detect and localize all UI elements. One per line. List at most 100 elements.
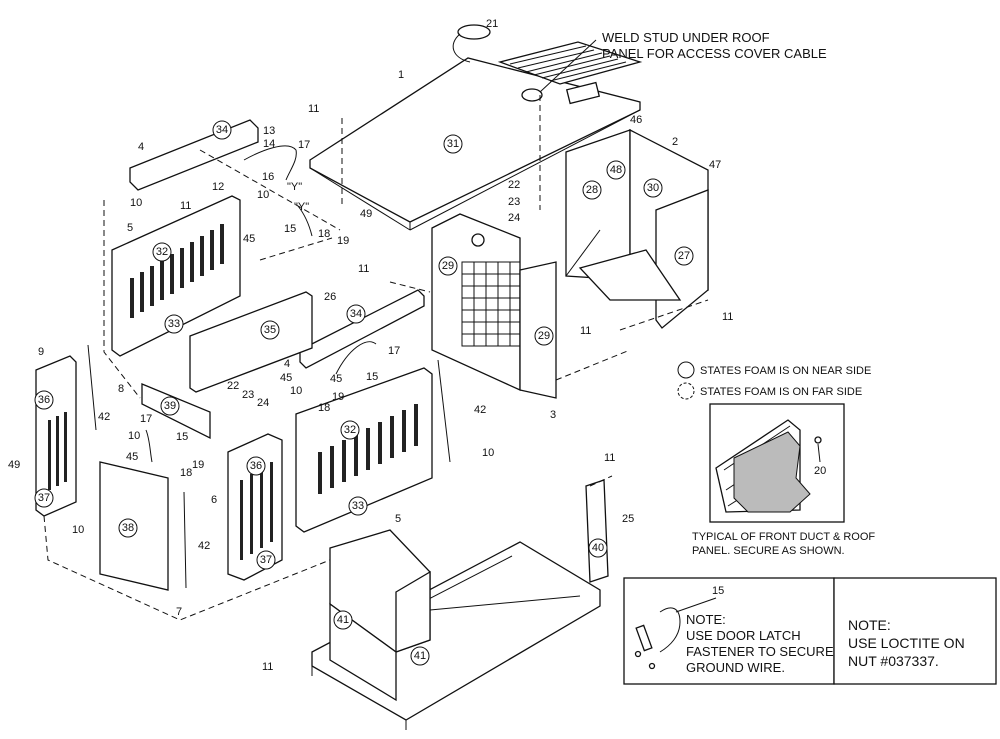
legend-near-text: STATES FOAM IS ON NEAR SIDE: [700, 365, 871, 377]
part-label: 21: [486, 18, 498, 30]
part-label: 42: [198, 540, 210, 552]
part-label: 7: [176, 606, 182, 618]
side-panel-lower: [295, 367, 433, 533]
part-label: 6: [211, 494, 217, 506]
circled-label-ring: [212, 120, 232, 140]
circled-label-ring: [340, 420, 360, 440]
circled-label-ring: [34, 488, 54, 508]
front-duct-grille: [461, 261, 521, 347]
part-label: 26: [324, 291, 336, 303]
part-label: 23: [242, 389, 254, 401]
part-label: 42: [474, 404, 486, 416]
part-label: 8: [118, 383, 124, 395]
circled-label-ring: [588, 538, 608, 558]
part-label: 17: [140, 413, 152, 425]
circled-label: 35: [264, 324, 276, 336]
note1-line1: NOTE:: [686, 612, 726, 627]
circled-label: 36: [38, 394, 50, 406]
weld-stud-callout-2: PANEL FOR ACCESS COVER CABLE: [602, 46, 827, 61]
circled-label: 29: [538, 330, 550, 342]
circled-label: 32: [156, 246, 168, 258]
circled-label: 29: [442, 260, 454, 272]
circled-label: 33: [352, 500, 364, 512]
circled-label: 36: [250, 460, 262, 472]
part-label: 11: [262, 661, 273, 673]
part-label: 13: [263, 125, 275, 137]
part-label: 5: [127, 222, 133, 234]
circled-label: 31: [447, 138, 459, 150]
part-label: 25: [622, 513, 634, 525]
roof-panel: [309, 41, 643, 231]
circled-label-ring: [34, 390, 54, 410]
access-cover: [457, 24, 491, 40]
part-label: 46: [630, 114, 642, 126]
part-label: 15: [176, 431, 188, 443]
circled-label: 40: [592, 542, 604, 554]
circled-label-ring: [643, 178, 663, 198]
note2-line3: NUT #037337.: [848, 653, 939, 669]
part-label: 49: [8, 459, 20, 471]
part-label: 4: [284, 358, 290, 370]
part-label: 18: [318, 402, 330, 414]
circled-label-ring: [160, 396, 180, 416]
note2-line2: USE LOCTITE ON: [848, 635, 965, 651]
part-label: 5: [395, 513, 401, 525]
part-label: 20: [814, 465, 826, 477]
part-label: 19: [192, 459, 204, 471]
circled-label-ring: [410, 646, 430, 666]
circled-label: 30: [647, 182, 659, 194]
part-label: 23: [508, 196, 520, 208]
front-duct-panel: [431, 213, 557, 399]
note-box-door-latch: 15 NOTE: USE DOOR LATCH FASTENER TO SECU…: [623, 577, 835, 685]
note-box-loctite: NOTE: USE LOCTITE ON NUT #037337.: [833, 577, 997, 685]
note1-line4: GROUND WIRE.: [686, 660, 785, 675]
part-label: 16: [262, 171, 274, 183]
part-label: 11: [722, 311, 733, 323]
circled-label: 27: [678, 250, 690, 262]
part-number-labels: 21 1 11 46 2 47 13 14 17 4 12 16 10 11 1…: [8, 18, 826, 673]
part-label: 10: [257, 189, 269, 201]
lower-rail: [299, 289, 425, 369]
circled-label: 39: [164, 400, 176, 412]
circled-label: 37: [38, 492, 50, 504]
circled-label-ring: [438, 256, 458, 276]
part-label: 15: [366, 371, 378, 383]
part-label: 45: [330, 373, 342, 385]
circled-label-ring: [256, 550, 276, 570]
circled-label: 34: [350, 308, 362, 320]
part-label: 45: [126, 451, 138, 463]
panel-26: [189, 291, 313, 393]
part-label: 22: [227, 380, 239, 392]
circled-label-ring: [346, 304, 366, 324]
part-label: 11: [180, 200, 191, 212]
circled-label-ring: [534, 326, 554, 346]
part-label: 18: [318, 228, 330, 240]
circled-label-ring: [674, 246, 694, 266]
part-label: 17: [388, 345, 400, 357]
part-label: 11: [358, 263, 369, 275]
circled-label-ring: [606, 160, 626, 180]
part-label: 22: [508, 179, 520, 191]
legend-far-circle: [677, 382, 695, 400]
circled-label: 32: [344, 424, 356, 436]
legend-far-text: STATES FOAM IS ON FAR SIDE: [700, 386, 862, 398]
inset-detail: [709, 403, 845, 523]
circled-label-ring: [443, 134, 463, 154]
part-label: 42: [98, 411, 110, 423]
part-label: 24: [508, 212, 520, 224]
circled-label-ring: [582, 180, 602, 200]
weld-stud-callout-1: WELD STUD UNDER ROOF: [602, 30, 770, 45]
circled-label-ring: [260, 320, 280, 340]
y-label-2: "Y": [294, 201, 309, 213]
part-label: 4: [138, 141, 144, 153]
circled-label-ring: [164, 314, 184, 334]
part-label: 49: [360, 208, 372, 220]
note1-line3: FASTENER TO SECURE: [686, 644, 834, 659]
y-label-1: "Y": [287, 181, 302, 193]
part-label: 12: [212, 181, 224, 193]
circled-labels: [34, 120, 694, 666]
part-label: 11: [604, 452, 615, 464]
circled-label: 33: [168, 318, 180, 330]
part-label: 14: [263, 138, 275, 150]
